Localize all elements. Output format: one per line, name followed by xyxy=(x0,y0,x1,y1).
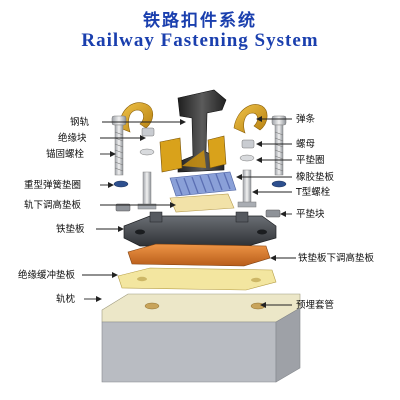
nut-left xyxy=(141,127,155,137)
svg-text:平垫块: 平垫块 xyxy=(296,208,325,220)
svg-text:绝缘块: 绝缘块 xyxy=(58,132,87,144)
plate-under-adjust-pad xyxy=(127,243,271,267)
svg-text:T型螺栓: T型螺栓 xyxy=(295,186,331,198)
nut-right xyxy=(241,139,255,149)
label-flat-pad-block: 平垫块 xyxy=(280,208,325,220)
svg-text:轨下调高垫板: 轨下调高垫板 xyxy=(24,199,82,211)
insulator-left xyxy=(159,137,183,173)
under-rail-adjust-pad xyxy=(169,193,235,213)
flat-pad-block-left xyxy=(115,203,131,212)
svg-text:平垫圈: 平垫圈 xyxy=(296,154,325,166)
flat-washer-left xyxy=(139,148,155,156)
svg-text:钢轨: 钢轨 xyxy=(70,116,90,128)
flat-pad-block-right xyxy=(265,209,281,218)
flat-washer-right xyxy=(239,154,255,162)
base-plate xyxy=(123,211,277,247)
t-bolt-right xyxy=(237,169,257,208)
svg-text:螺母: 螺母 xyxy=(296,139,315,150)
heavy-spring-washer-right xyxy=(271,180,287,188)
svg-text:绝缘缓冲垫板: 绝缘缓冲垫板 xyxy=(18,269,76,281)
label-rubber-pad: 橡胶垫板 xyxy=(236,171,335,183)
label-plate-under-adjust-pad: 铁垫板下调高垫板 xyxy=(270,252,375,264)
heavy-spring-washer-left xyxy=(113,180,129,188)
rail xyxy=(177,89,227,173)
rubber-pad xyxy=(169,171,237,197)
title-chinese: 铁路扣件系统 xyxy=(143,11,257,31)
label-nut: 螺母 xyxy=(256,139,315,150)
label-t-bolt: T型螺栓 xyxy=(252,186,331,198)
label-elastic-clip: 弹条 xyxy=(256,113,316,125)
t-bolt-left xyxy=(137,171,157,210)
anchor-bolt-left xyxy=(111,115,127,176)
svg-text:铁垫板: 铁垫板 xyxy=(56,223,85,235)
svg-text:锚固螺栓: 锚固螺栓 xyxy=(46,148,85,160)
sleeper xyxy=(101,293,301,383)
label-insulating-buffer-pad: 绝缘缓冲垫板 xyxy=(18,269,118,281)
label-insulator: 绝缘块 xyxy=(58,132,146,144)
label-flat-washer: 平垫圈 xyxy=(256,154,325,166)
label-under-rail-adjust-pad: 轨下调高垫板 xyxy=(24,199,176,211)
elastic-clip-right xyxy=(233,104,268,134)
label-sleeper: 轨枕 xyxy=(56,293,102,305)
label-heavy-spring-washer: 重型弹簧垫圈 xyxy=(24,179,114,191)
label-embedded-sleeve: 预埋套管 xyxy=(260,299,334,311)
insulator-right xyxy=(207,135,227,169)
svg-text:预埋套管: 预埋套管 xyxy=(296,299,334,311)
svg-text:弹条: 弹条 xyxy=(296,113,316,125)
label-base-plate: 铁垫板 xyxy=(56,223,124,235)
label-rail: 钢轨 xyxy=(70,116,186,128)
anchor-bolt-right xyxy=(271,115,287,176)
svg-text:轨枕: 轨枕 xyxy=(56,293,76,305)
svg-text:铁垫板下调高垫板: 铁垫板下调高垫板 xyxy=(298,252,375,264)
title-english: Railway Fastening System xyxy=(81,30,319,51)
label-anchor-bolt: 锚固螺栓 xyxy=(46,148,116,160)
svg-text:橡胶垫板: 橡胶垫板 xyxy=(296,171,335,183)
svg-text:重型弹簧垫圈: 重型弹簧垫圈 xyxy=(24,179,81,191)
insulating-buffer-pad xyxy=(117,267,277,291)
elastic-clip-left xyxy=(119,102,154,133)
